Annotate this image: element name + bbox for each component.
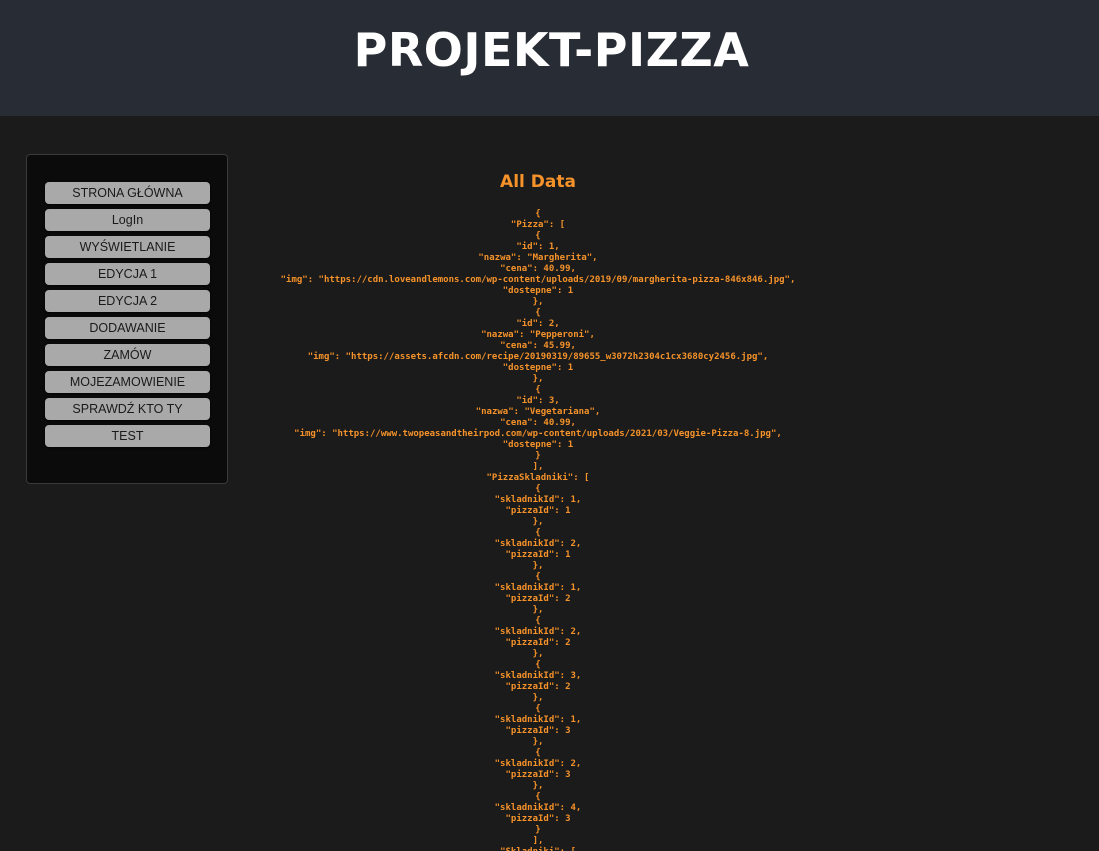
nav-button-test[interactable]: TEST <box>45 425 210 447</box>
page-title: PROJEKT-PIZZA <box>353 23 750 77</box>
nav-button-edycja-1[interactable]: EDYCJA 1 <box>45 263 210 285</box>
nav-button-edycja-2[interactable]: EDYCJA 2 <box>45 290 210 312</box>
main-content: All Data { "Pizza": [ { "id": 1, "nazwa"… <box>228 116 1099 851</box>
page-header: PROJEKT-PIZZA <box>0 0 1099 116</box>
data-heading: All Data <box>500 172 576 192</box>
nav-button-mojezamowienie[interactable]: MOJEZAMOWIENIE <box>45 371 210 393</box>
nav-button-sprawdz-kto-ty[interactable]: SPRAWDŹ KTO TY <box>45 398 210 420</box>
nav-button-dodawanie[interactable]: DODAWANIE <box>45 317 210 339</box>
nav-button-login[interactable]: LogIn <box>45 209 210 231</box>
nav-button-zamow[interactable]: ZAMÓW <box>45 344 210 366</box>
sidebar-nav: STRONA GŁÓWNA LogIn WYŚWIETLANIE EDYCJA … <box>26 154 228 484</box>
json-data-output: { "Pizza": [ { "id": 1, "nazwa": "Marghe… <box>280 209 796 851</box>
nav-button-strona-glowna[interactable]: STRONA GŁÓWNA <box>45 182 210 204</box>
nav-button-wyswietlanie[interactable]: WYŚWIETLANIE <box>45 236 210 258</box>
